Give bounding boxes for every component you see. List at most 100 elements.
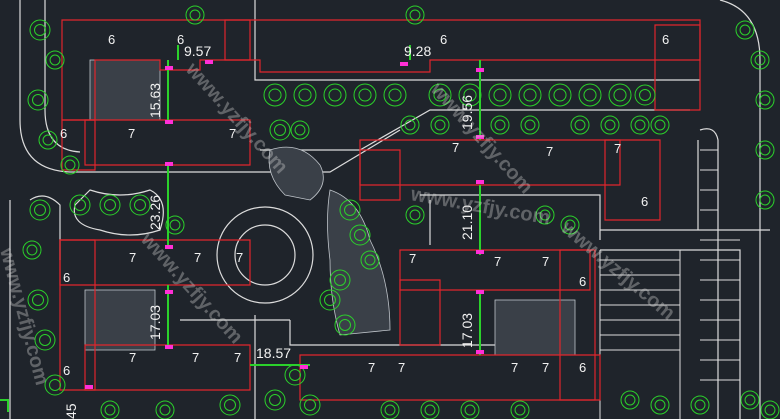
tree-symbol-inner [32, 294, 44, 306]
tree-symbol-inner [32, 94, 44, 106]
tree-symbol-inner [159, 404, 171, 416]
tree-symbol [290, 120, 310, 140]
tree-symbol [420, 400, 440, 419]
tree-symbol [299, 394, 321, 416]
tree-symbol [27, 89, 49, 111]
tree-symbol-inner [409, 9, 421, 21]
floor-label: 6 [662, 32, 669, 47]
tree-symbol [263, 83, 287, 107]
tree-symbol [400, 115, 420, 135]
tree-symbol-inner [493, 88, 507, 102]
floor-label: 7 [128, 126, 135, 141]
floor-label: 6 [440, 32, 447, 47]
tree-symbol [22, 240, 42, 260]
tree-symbol [319, 289, 341, 311]
tree-symbol [383, 83, 407, 107]
tree-symbol [740, 390, 760, 410]
tree-symbol [44, 374, 66, 396]
building-outlines [59, 19, 701, 401]
tree-symbol-inner [574, 119, 586, 131]
tree-symbol [460, 400, 480, 419]
tree-symbol [264, 389, 286, 411]
tree-symbol-inner [289, 369, 301, 381]
tree-symbol-inner [169, 219, 181, 231]
tree-symbol [349, 224, 371, 246]
tree-symbol [760, 400, 780, 419]
tree-symbol-inner [759, 94, 771, 106]
dimension-label: 17.03 [459, 313, 475, 348]
tree-symbol-inner [358, 88, 372, 102]
dimension-label: 17.03 [147, 305, 163, 340]
tree-symbol [99, 194, 121, 216]
watermark-text: www.yzfjy.com [181, 58, 292, 178]
floor-label: 7 [614, 141, 621, 156]
tree-symbol-inner [134, 199, 146, 211]
tree-symbol-inner [564, 219, 576, 231]
tree-symbol [155, 400, 175, 419]
tree-symbol-inner [539, 209, 551, 221]
tree-symbol [329, 269, 351, 291]
dimension-labels: 9.57 9.28 15.63 19.56 23.26 21.10 17.03 … [63, 43, 475, 419]
tree-symbol [339, 199, 361, 221]
tree-symbol-inner [34, 204, 46, 216]
floor-label: 7 [194, 250, 201, 265]
tree-symbol-inner [739, 24, 751, 36]
tree-symbol [750, 50, 770, 70]
tree-symbol [510, 400, 530, 419]
tree-symbol-inner [189, 9, 201, 21]
tree-symbol-inner [26, 244, 38, 256]
floor-labels: 6 6 6 6 6 7 7 7 7 7 6 6 7 7 7 6 7 7 7 7 … [60, 32, 669, 378]
tree-symbol-inner [463, 88, 477, 102]
tree-symbol [34, 329, 56, 351]
floor-label: 7 [546, 144, 553, 159]
floor-label: 6 [63, 270, 70, 285]
tree-symbol-inner [274, 124, 286, 136]
tree-symbol-inner [49, 54, 61, 66]
dimension-label: 9.57 [184, 43, 211, 59]
tree-symbol [755, 90, 775, 110]
tree-symbol-inner [494, 119, 506, 131]
tree-symbol [428, 83, 452, 107]
tree-symbol [650, 395, 670, 415]
tree-symbol-inner [634, 119, 646, 131]
tree-symbol-inner [759, 144, 771, 156]
tree-symbol [60, 155, 80, 175]
tree-symbol [129, 194, 151, 216]
tree-symbol [29, 199, 51, 221]
floor-label: 7 [129, 250, 136, 265]
tree-symbol [755, 190, 775, 210]
tree-symbol-inner [434, 119, 446, 131]
tree-symbol-inner [639, 89, 651, 101]
tree-symbol [560, 215, 580, 235]
tree-symbol-inner [604, 119, 616, 131]
dimension-label: 23.26 [147, 195, 163, 230]
tree-symbol-inner [613, 88, 627, 102]
floor-label: 7 [229, 126, 236, 141]
tree-symbol [380, 400, 400, 419]
floor-label: 7 [368, 360, 375, 375]
floor-label: 7 [234, 350, 241, 365]
floor-label: 6 [63, 363, 70, 378]
tree-symbol [548, 83, 572, 107]
tree-symbol [269, 119, 291, 141]
tree-symbol-inner [388, 88, 402, 102]
floor-label: 6 [108, 32, 115, 47]
tree-symbol-inner [42, 134, 54, 146]
tree-symbol-inner [583, 88, 597, 102]
tree-symbol [520, 115, 540, 135]
tree-symbol-inner [104, 199, 116, 211]
tree-symbol [690, 395, 710, 415]
tree-symbol [353, 83, 377, 107]
tree-symbol-inner [268, 88, 282, 102]
tree-symbol-inner [553, 88, 567, 102]
tree-symbol-inner [328, 88, 342, 102]
dimension-label: 21.10 [459, 205, 475, 240]
tree-symbol [405, 205, 425, 225]
tree-symbol-inner [324, 294, 336, 306]
tree-symbol [405, 5, 425, 25]
dimension-label: 19.56 [459, 95, 475, 130]
dimension-markers [85, 60, 484, 389]
tree-symbol-inner [39, 334, 51, 346]
tree-symbol [608, 83, 632, 107]
tree-symbol-inner [404, 119, 416, 131]
